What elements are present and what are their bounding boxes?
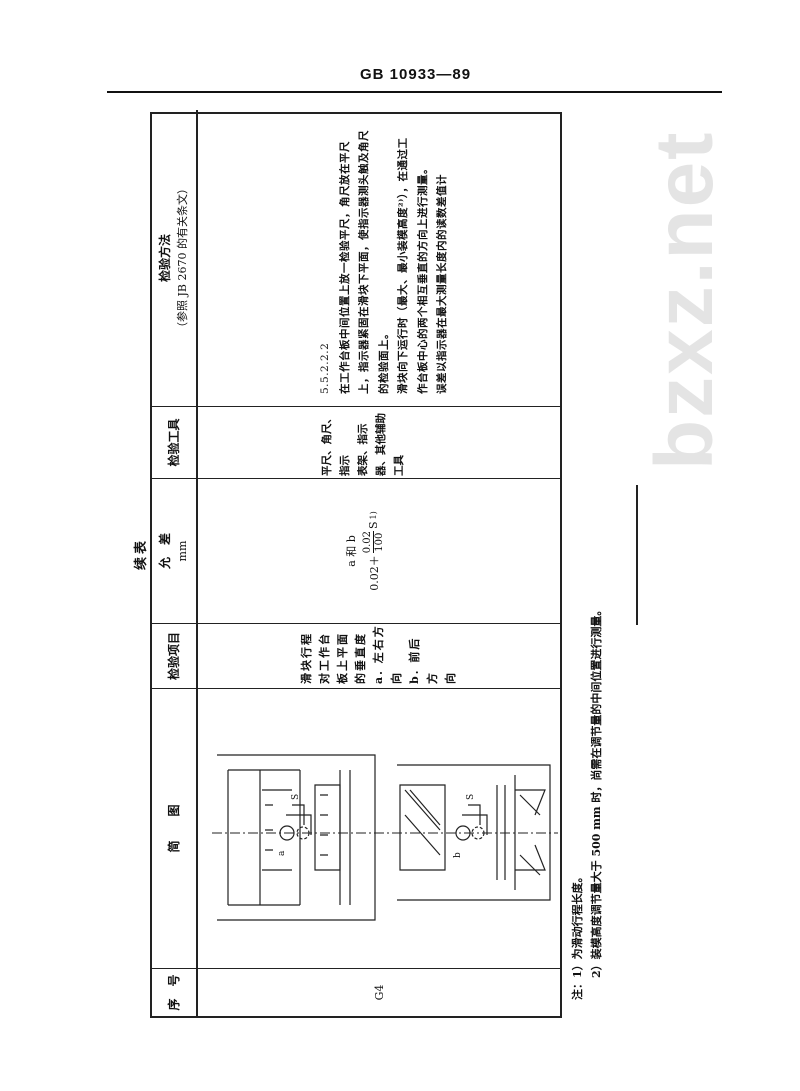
column-item: 检验项目 滑块行程 对工作台 板上平面 的垂直度 a. 左右方 向 b. 前后方… [152,623,560,688]
header-tolerance-unit: mm [176,540,189,562]
margin-rule [636,485,638,625]
method-line: 的检验面上。 [377,328,390,394]
header-method: 检验方法 [158,234,172,283]
item-text: 滑块行程 对工作台 板上平面 的垂直度 a. 左右方 向 b. 前后方 向 [298,624,460,684]
column-tools: 检验工具 平尺、角尺、指示 表架、指示 器、其他辅助 工具 [152,406,560,478]
label-b: b [453,852,463,858]
method-line: 5.5.2.2.2 [319,342,331,394]
tolerance-denominator: 100 [374,532,385,552]
diagram-schematic: S S a b [212,754,558,921]
method-line: 误差以指示器在最大测量长度内的读数差值计 [436,174,448,394]
footnote-1: 注：1）为滑动行程长度。 [571,871,584,1000]
tools-text: 平尺、角尺、指示 表架、指示 器、其他辅助 工具 [318,410,408,476]
tolerance-variable: S [367,521,380,529]
item-line: 向 [390,671,403,684]
header-tools: 检验工具 [166,418,181,467]
tolerance-scope: a 和 b [345,535,358,567]
header-tolerance: 允 差 [158,533,172,570]
tolerance-numerator: 0.02 [362,531,374,554]
diagram-a [217,754,376,921]
tools-line: 表架、指示 [357,423,369,477]
method-line: 上，指示器紧固在滑块下平面，使指示器测头触及角尺 [358,130,370,394]
standard-number: GB 10933—89 [360,66,472,83]
tools-line: 器、其他辅助 [375,413,387,476]
item-line: 滑块行程 [300,632,313,684]
item-line: b. 前后方 [408,636,439,684]
method-line: 在工作台板中间位置上放一检验平尺，角尺放在平尺 [338,141,351,394]
item-line: a. 左右方 [372,624,385,684]
footnote-2: 2）装模高度调节量大于 500 mm 时，尚需在调节量的中间位置进行测量。 [590,604,603,1000]
item-line: 板上平面 [336,632,349,684]
label-s-a: S [291,794,301,800]
tolerance-footnote-ref: 1) [369,511,378,520]
table-title: 续表 [134,537,149,570]
method-text: 5.5.2.2.2 在工作台板中间位置上放一检验平尺，角尺放在平尺 上，指示器紧… [316,130,453,394]
header-serial: 序 号 [166,974,181,1011]
item-line: 对工作台 [318,632,331,684]
tools-line: 平尺、角尺、指示 [321,413,351,476]
column-method: 检验方法 （参照 JB 2670 的有关条文） 5.5.2.2.2 在工作台板中间… [152,110,560,406]
header-method-ref: （参照 JB 2670 的有关条文） [176,183,189,333]
tools-line: 工具 [393,455,405,476]
label-a: a [277,850,287,856]
column-serial: 序 号 G4 [152,968,560,1016]
tolerance-base: 0.02＋ [367,555,381,591]
diagram-b [397,764,551,901]
serial-value: G4 [372,984,386,1001]
method-line: 滑块向下运行时（最大、最小装模高度²⁾），在通过工 [397,137,409,394]
header-diagram: 简 图 [166,804,181,853]
header-item: 检验项目 [166,632,181,681]
item-line: 向 [444,671,457,684]
footnotes: 注：1）为滑动行程长度。 2）装模高度调节量大于 500 mm 时，尚需在调节量… [568,400,606,1000]
item-line: 的垂直度 [354,632,367,684]
method-line: 作台板中心的两个相互垂直的方向上进行测量。 [416,163,429,394]
watermark: bzxz.net [639,130,730,470]
header-rule [107,91,722,93]
label-s-b: S [466,794,476,800]
